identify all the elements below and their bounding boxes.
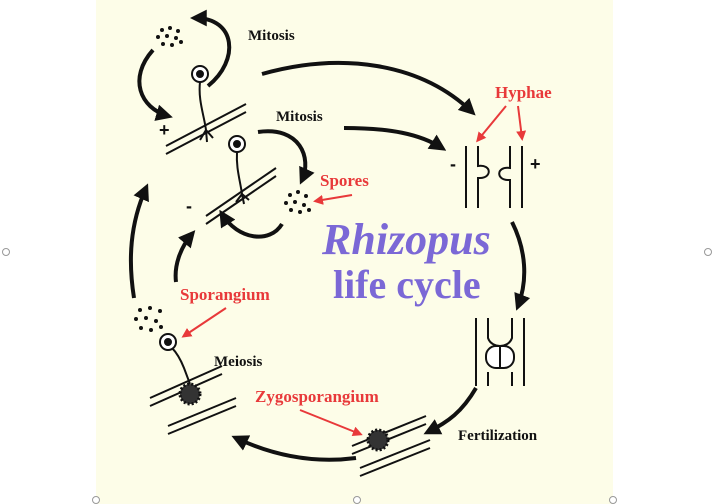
arrow-to-meiosis <box>231 435 357 462</box>
hyphae-pair <box>465 146 523 208</box>
pointer-hyphae-left <box>476 105 507 143</box>
label-sporangium: Sporangium <box>180 285 270 304</box>
arrow-cycle-top-right <box>189 9 232 88</box>
pointer-spores <box>313 194 353 205</box>
resize-handle-bottom-center[interactable] <box>353 496 361 504</box>
resize-handle-bottom-right[interactable] <box>609 496 617 504</box>
title-life-cycle: life cycle <box>333 262 481 307</box>
spore-cluster-top <box>156 26 183 47</box>
arrow-cycle-top-left <box>137 48 173 121</box>
label-fertilization: Fertilization <box>458 428 538 444</box>
pointer-zygosporangium <box>299 409 363 437</box>
germinating-zygospore <box>149 333 237 435</box>
arrow-cycle-mid-right <box>257 129 315 185</box>
gametangia-fusion <box>475 318 525 386</box>
pointer-hyphae-right <box>516 105 527 141</box>
label-meiosis: Meiosis <box>214 354 262 370</box>
spore-cluster-bottom <box>134 306 163 332</box>
resize-handle-left[interactable] <box>2 248 10 256</box>
right-margin <box>613 0 714 504</box>
sporangiophore-top <box>165 65 247 155</box>
zygosporangium-bottom <box>351 415 431 477</box>
sign-minus-middle: - <box>186 196 192 216</box>
arrow-to-fertilization <box>423 386 478 435</box>
pointer-sporangium <box>181 307 227 338</box>
arrow-cycle-mid-bottom <box>219 209 284 239</box>
spore-cluster-middle <box>284 190 311 214</box>
label-mitosis-middle: Mitosis <box>276 109 323 125</box>
left-margin <box>0 0 96 504</box>
arrow-to-hyphae-middle <box>343 126 447 151</box>
sign-minus-hyphae: - <box>450 154 456 174</box>
sporangiophore-middle <box>205 135 277 225</box>
sign-plus-top: + <box>159 120 170 140</box>
arrow-left-up-lower <box>128 183 149 299</box>
resize-handle-bottom-left[interactable] <box>92 496 100 504</box>
label-hyphae: Hyphae <box>495 83 552 102</box>
arrow-hyphae-to-fusion <box>510 221 531 311</box>
title-rhizopus: Rhizopus <box>321 215 491 264</box>
arrow-to-hyphae-top <box>261 60 476 116</box>
label-mitosis-top: Mitosis <box>248 28 295 44</box>
arrow-left-up-inner <box>173 230 196 283</box>
label-spores: Spores <box>320 171 369 190</box>
sign-plus-hyphae: + <box>530 154 541 174</box>
resize-handle-right[interactable] <box>704 248 712 256</box>
label-zygosporangium: Zygosporangium <box>255 387 379 406</box>
